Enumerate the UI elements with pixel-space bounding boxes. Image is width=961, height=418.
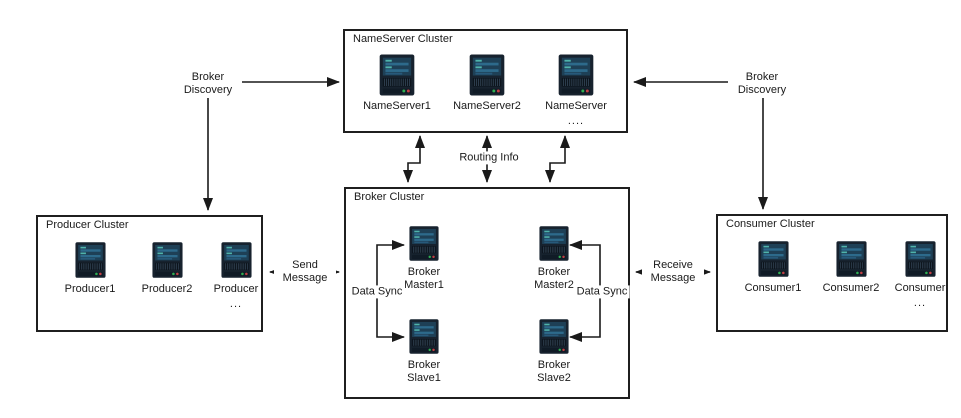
node-broker-slave1: Broker Slave1 xyxy=(392,318,456,385)
node-nameserver-more: NameServer .... xyxy=(534,54,618,127)
node-broker-master2: Broker Master2 xyxy=(522,225,586,292)
server-icon xyxy=(557,54,595,96)
server-icon xyxy=(409,225,439,262)
server-icon xyxy=(539,318,569,355)
label-data-sync-right: Data Sync xyxy=(574,285,630,299)
node-ellipsis: .... xyxy=(567,114,585,127)
node-producer-more: Producer ... xyxy=(194,241,278,310)
label-broker-discovery-right: Broker Discovery xyxy=(728,70,796,98)
node-label: Broker Slave1 xyxy=(407,359,441,384)
server-icon xyxy=(152,241,183,279)
node-ellipsis: ... xyxy=(229,297,243,310)
server-icon xyxy=(409,318,439,355)
node-consumer2: Consumer2 xyxy=(809,240,893,295)
label-data-sync-left: Data Sync xyxy=(349,285,405,299)
node-ellipsis: ... xyxy=(913,296,927,309)
arrow-routing-right xyxy=(545,135,570,183)
broker-cluster-title: Broker Cluster xyxy=(354,191,425,203)
node-label: NameServer xyxy=(545,100,607,112)
node-label: NameServer1 xyxy=(363,100,431,112)
consumer-cluster-title: Consumer Cluster xyxy=(726,218,815,230)
server-icon xyxy=(378,54,416,96)
arrow-routing-left xyxy=(403,135,425,183)
node-label: Consumer xyxy=(894,282,946,294)
node-label: Broker Slave2 xyxy=(537,359,571,384)
server-icon xyxy=(221,241,252,279)
node-consumer1: Consumer1 xyxy=(731,240,815,295)
node-label: Broker Master2 xyxy=(534,266,574,291)
server-icon xyxy=(836,240,867,278)
nameserver-cluster-title: NameServer Cluster xyxy=(353,33,453,45)
node-producer2: Producer2 xyxy=(125,241,209,296)
node-nameserver2: NameServer2 xyxy=(445,54,529,113)
node-producer1: Producer1 xyxy=(48,241,132,296)
label-routing-info: Routing Info xyxy=(457,151,521,165)
label-broker-discovery-left: Broker Discovery xyxy=(174,70,242,98)
node-broker-master1: Broker Master1 xyxy=(392,225,456,292)
label-send-message: Send Message xyxy=(274,258,336,286)
node-label: Producer1 xyxy=(64,283,116,295)
node-label: Producer2 xyxy=(141,283,193,295)
server-icon xyxy=(758,240,789,278)
server-icon xyxy=(468,54,506,96)
label-receive-message: Receive Message xyxy=(642,258,704,286)
node-consumer-more: Consumer ... xyxy=(878,240,961,309)
node-label: Broker Master1 xyxy=(404,266,444,291)
producer-cluster-title: Producer Cluster xyxy=(46,219,129,231)
node-label: Consumer2 xyxy=(822,282,880,294)
server-icon xyxy=(539,225,569,262)
node-label: Consumer1 xyxy=(744,282,802,294)
server-icon xyxy=(75,241,106,279)
node-nameserver1: NameServer1 xyxy=(355,54,439,113)
server-icon xyxy=(905,240,936,278)
node-label: NameServer2 xyxy=(453,100,521,112)
node-label: Producer xyxy=(213,283,259,295)
node-broker-slave2: Broker Slave2 xyxy=(522,318,586,385)
